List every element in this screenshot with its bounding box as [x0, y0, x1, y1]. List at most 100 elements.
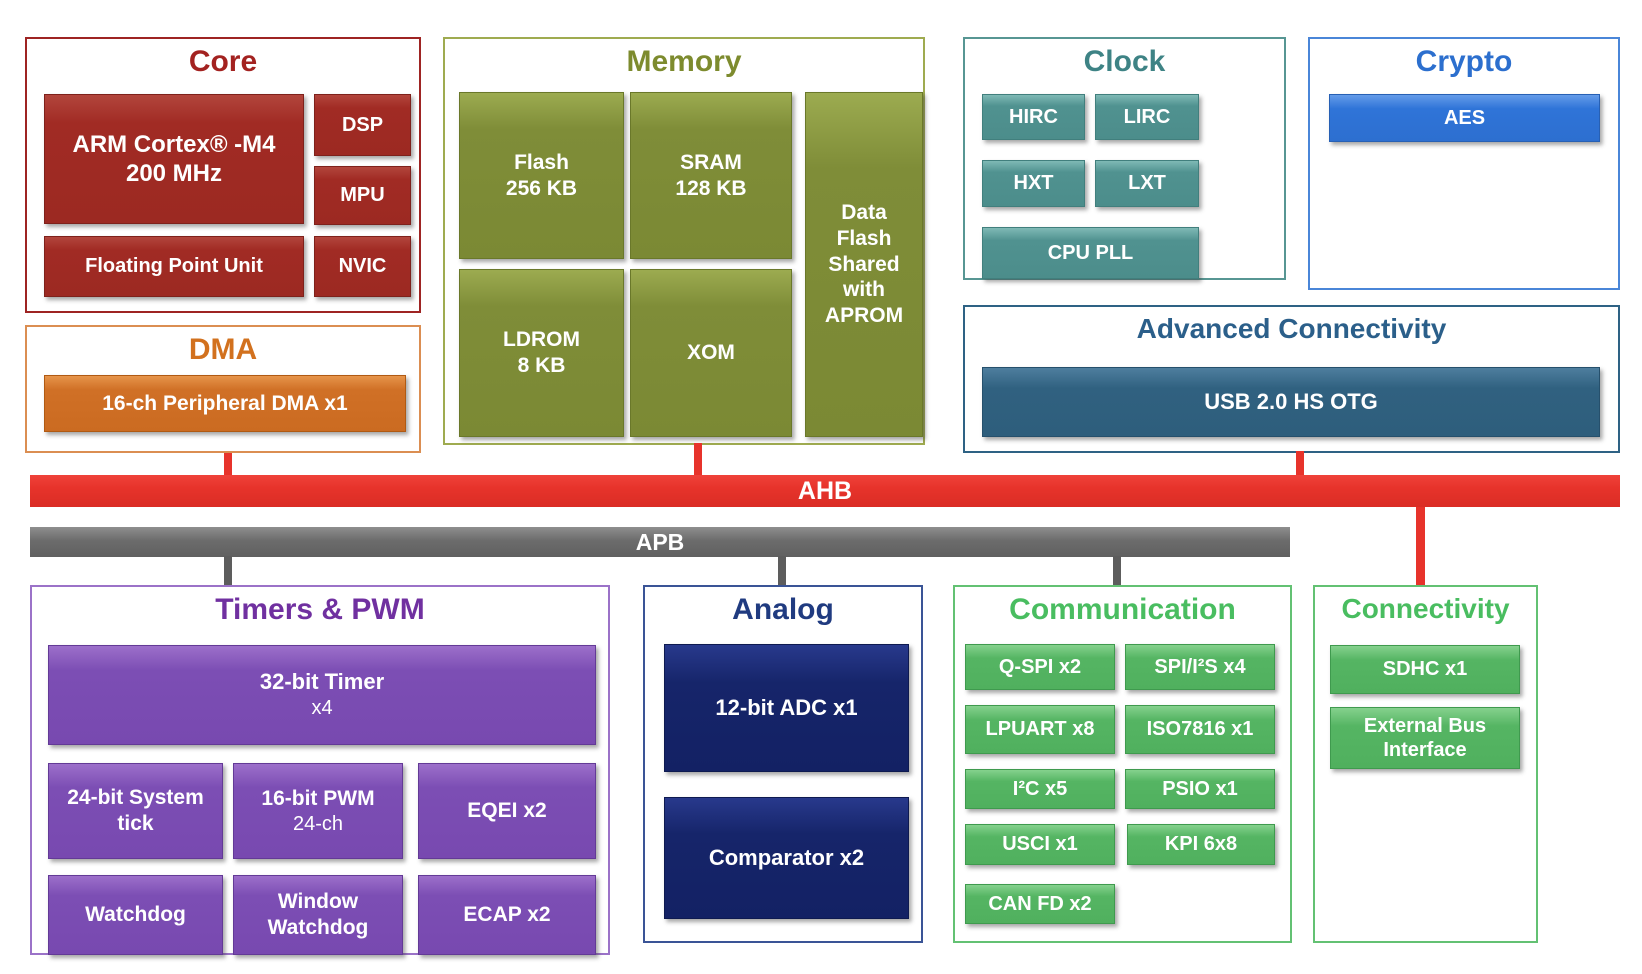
aes-block: AES	[1329, 94, 1600, 142]
timer32-label-line1: 32-bit Timer	[259, 669, 385, 695]
comparator-label: Comparator x2	[708, 844, 865, 870]
window-watchdog-label-line2: Watchdog	[267, 916, 369, 939]
aes-label: AES	[1443, 106, 1486, 129]
sram-label-line1: SRAM	[680, 150, 742, 174]
apb-to-communication-connector	[1113, 556, 1121, 586]
qspi-label: Q-SPI x2	[998, 655, 1082, 678]
psio-block: PSIO x1	[1125, 769, 1275, 809]
ldrom-label-line1: LDROM	[503, 328, 580, 352]
hirc-block: HIRC	[982, 94, 1085, 140]
eqei-block: EQEI x2	[418, 763, 596, 859]
systick-block: 24-bit System tick	[48, 763, 223, 859]
advanced-connectivity-section: Advanced Connectivity USB 2.0 HS OTG	[963, 305, 1620, 453]
ebi-block: External Bus Interface	[1330, 707, 1520, 769]
i2c-label: I²C x5	[1012, 777, 1068, 800]
core-section: Core ARM Cortex® -M4 200 MHz DSP MPU Flo…	[25, 37, 421, 313]
apb-to-timers-connector	[224, 556, 232, 586]
clock-section: Clock HIRC LIRC HXT LXT CPU PLL	[963, 37, 1286, 280]
ebi-label-line1: External Bus	[1363, 714, 1487, 737]
dma-section: DMA 16-ch Peripheral DMA x1	[25, 325, 421, 453]
watchdog-label: Watchdog	[85, 903, 186, 927]
connectivity-title: Connectivity	[1341, 593, 1510, 624]
lirc-block: LIRC	[1095, 94, 1199, 140]
pdma-label: 16-ch Peripheral DMA x1	[102, 391, 348, 415]
cpu-label-line2: 200 MHz	[125, 160, 223, 187]
kpi-label: KPI 6x8	[1164, 833, 1238, 856]
xom-block: XOM	[630, 269, 792, 437]
i2c-block: I²C x5	[965, 769, 1115, 809]
clock-title: Clock	[1083, 45, 1166, 78]
ecap-label: ECAP x2	[463, 903, 551, 927]
iso7816-block: ISO7816 x1	[1125, 705, 1275, 754]
xom-label: XOM	[687, 341, 735, 365]
usb-block: USB 2.0 HS OTG	[982, 367, 1600, 437]
nvic-label: NVIC	[338, 255, 387, 278]
communication-section: Communication Q-SPI x2 SPI/I²S x4 LPUART…	[953, 585, 1292, 943]
hxt-block: HXT	[982, 160, 1085, 207]
dma-to-ahb-connector	[224, 453, 232, 476]
dsp-block: DSP	[314, 94, 411, 156]
lpuart-label: LPUART x8	[985, 718, 1095, 741]
sdhc-label: SDHC x1	[1382, 658, 1468, 681]
nvic-block: NVIC	[314, 236, 411, 297]
canfd-label: CAN FD x2	[988, 892, 1092, 915]
cpu-pll-block: CPU PLL	[982, 227, 1199, 279]
fpu-label: Floating Point Unit	[85, 255, 263, 278]
sram-label-line2: 128 KB	[675, 176, 747, 200]
qspi-block: Q-SPI x2	[965, 644, 1115, 690]
lxt-label: LXT	[1128, 172, 1166, 195]
lirc-label: LIRC	[1123, 105, 1171, 128]
timer32-block: 32-bit Timer x4	[48, 645, 596, 745]
psio-label: PSIO x1	[1162, 777, 1238, 800]
flash-label-line2: 256 KB	[505, 176, 578, 200]
window-watchdog-label-line1: Window	[277, 890, 359, 914]
ahb-bus-bar: AHB	[30, 475, 1620, 507]
canfd-block: CAN FD x2	[965, 884, 1115, 924]
hirc-label: HIRC	[1009, 105, 1058, 128]
apb-bus-label: APB	[635, 528, 685, 555]
pdma-block: 16-ch Peripheral DMA x1	[44, 375, 406, 432]
ldrom-label-line2: 8 KB	[517, 354, 566, 377]
spi-i2s-block: SPI/I²S x4	[1125, 644, 1275, 690]
crypto-section: Crypto AES	[1308, 37, 1620, 290]
pwm-label-line1: 16-bit PWM	[261, 787, 375, 810]
hxt-label: HXT	[1013, 172, 1054, 195]
memory-title: Memory	[626, 45, 742, 78]
cpu-block: ARM Cortex® -M4 200 MHz	[44, 94, 304, 224]
eqei-label: EQEI x2	[467, 799, 547, 823]
ahb-to-connectivity-connector	[1416, 506, 1425, 586]
usci-block: USCI x1	[965, 824, 1115, 865]
window-watchdog-block: Window Watchdog	[233, 875, 403, 955]
crypto-title: Crypto	[1415, 45, 1513, 78]
usb-label: USB 2.0 HS OTG	[1204, 388, 1378, 414]
apb-bus-bar: APB	[30, 527, 1290, 557]
dma-title: DMA	[188, 333, 258, 366]
memory-to-ahb-connector	[694, 443, 702, 476]
ahb-bus-label: AHB	[797, 476, 853, 505]
ecap-block: ECAP x2	[418, 875, 596, 955]
pwm-block: 16-bit PWM 24-ch	[233, 763, 403, 859]
kpi-block: KPI 6x8	[1127, 824, 1275, 865]
adc-block: 12-bit ADC x1	[664, 644, 909, 772]
dataflash-label: Data Flash Shared with APROM	[824, 201, 904, 327]
cpu-pll-label: CPU PLL	[1047, 241, 1134, 264]
fpu-block: Floating Point Unit	[44, 236, 304, 297]
comparator-block: Comparator x2	[664, 797, 909, 919]
systick-label-line1: 24-bit System	[67, 786, 204, 810]
core-title: Core	[188, 45, 258, 78]
communication-title: Communication	[1009, 593, 1236, 626]
usci-label: USCI x1	[1002, 833, 1078, 856]
timers-pwm-title: Timers & PWM	[215, 593, 425, 626]
iso7816-label: ISO7816 x1	[1146, 718, 1254, 741]
spi-i2s-label: SPI/I²S x4	[1154, 655, 1246, 678]
sram-block: SRAM 128 KB	[630, 92, 792, 259]
analog-title: Analog	[732, 593, 834, 626]
dsp-label: DSP	[341, 113, 384, 136]
pwm-label-line2: 24-ch	[292, 812, 344, 835]
connectivity-section: Connectivity SDHC x1 External Bus Interf…	[1313, 585, 1538, 943]
ebi-label-line2: Interface	[1383, 739, 1467, 761]
dataflash-block: Data Flash Shared with APROM	[805, 92, 923, 437]
advanced-connectivity-title: Advanced Connectivity	[1136, 313, 1447, 344]
cpu-label-line1: ARM Cortex® -M4	[72, 130, 276, 158]
